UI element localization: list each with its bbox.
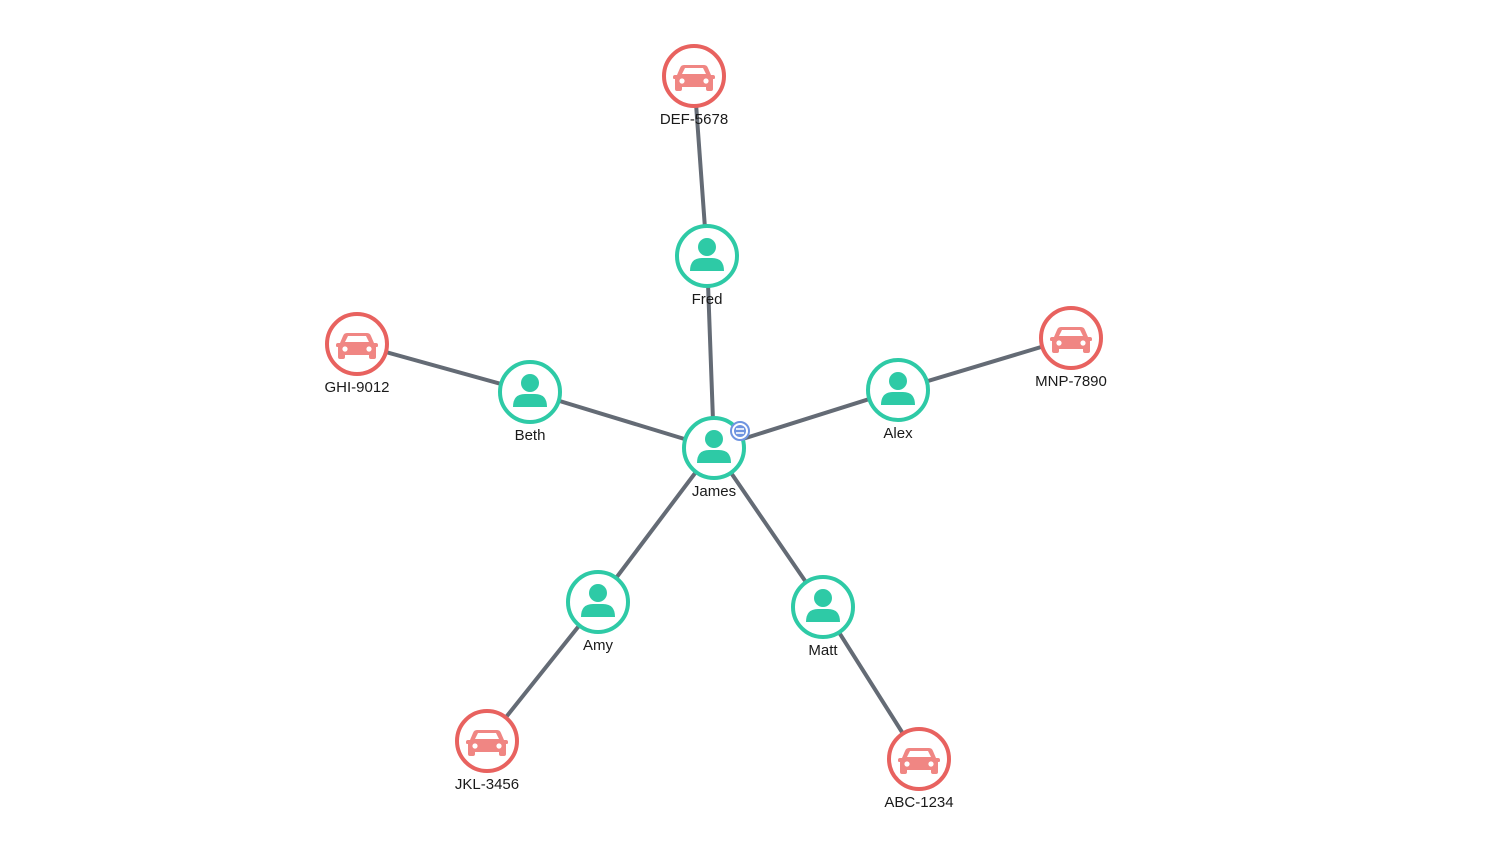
car-window-icon [907, 751, 931, 757]
node-label: Alex [883, 425, 913, 442]
car-window-icon [345, 336, 369, 342]
car-window-icon [682, 68, 706, 74]
node-abc1234[interactable]: ABC-1234 [884, 727, 954, 811]
car-headlight-icon [496, 743, 502, 749]
car-window-icon [1059, 330, 1083, 336]
node-alex[interactable]: Alex [866, 358, 930, 442]
node-label: MNP-7890 [1035, 373, 1107, 390]
node-label: Matt [808, 642, 838, 659]
node-label: Fred [692, 291, 723, 308]
node-label: DEF-5678 [660, 111, 728, 128]
car-headlight-icon [928, 761, 934, 767]
node-matt[interactable]: Matt [791, 575, 855, 659]
car-headlight-icon [1056, 340, 1062, 346]
car-headlight-icon [342, 346, 348, 352]
car-window-icon [475, 733, 499, 739]
node-mnp7890[interactable]: MNP-7890 [1035, 306, 1107, 390]
edge-james-matt[interactable] [712, 446, 825, 609]
car-headlight-icon [366, 346, 372, 352]
node-label: James [692, 483, 736, 500]
node-label: JKL-3456 [455, 776, 519, 793]
node-james[interactable]: James [682, 416, 750, 500]
edge-james-beth[interactable] [528, 390, 716, 450]
edge-james-fred[interactable] [705, 254, 716, 450]
edge-james-amy[interactable] [596, 446, 716, 604]
node-jkl3456[interactable]: JKL-3456 [455, 709, 519, 793]
node-fred[interactable]: Fred [675, 224, 739, 308]
node-def5678[interactable]: DEF-5678 [660, 44, 728, 128]
car-headlight-icon [1080, 340, 1086, 346]
combo-icon[interactable] [730, 421, 750, 441]
node-amy[interactable]: Amy [566, 570, 630, 654]
node-label: GHI-9012 [324, 379, 389, 396]
node-label: Amy [583, 637, 614, 654]
node-beth[interactable]: Beth [498, 360, 562, 444]
car-headlight-icon [904, 761, 910, 767]
car-headlight-icon [472, 743, 478, 749]
node-label: Beth [515, 427, 546, 444]
node-label: ABC-1234 [884, 794, 953, 811]
car-headlight-icon [703, 78, 709, 84]
car-headlight-icon [679, 78, 685, 84]
node-ghi9012[interactable]: GHI-9012 [324, 312, 390, 396]
